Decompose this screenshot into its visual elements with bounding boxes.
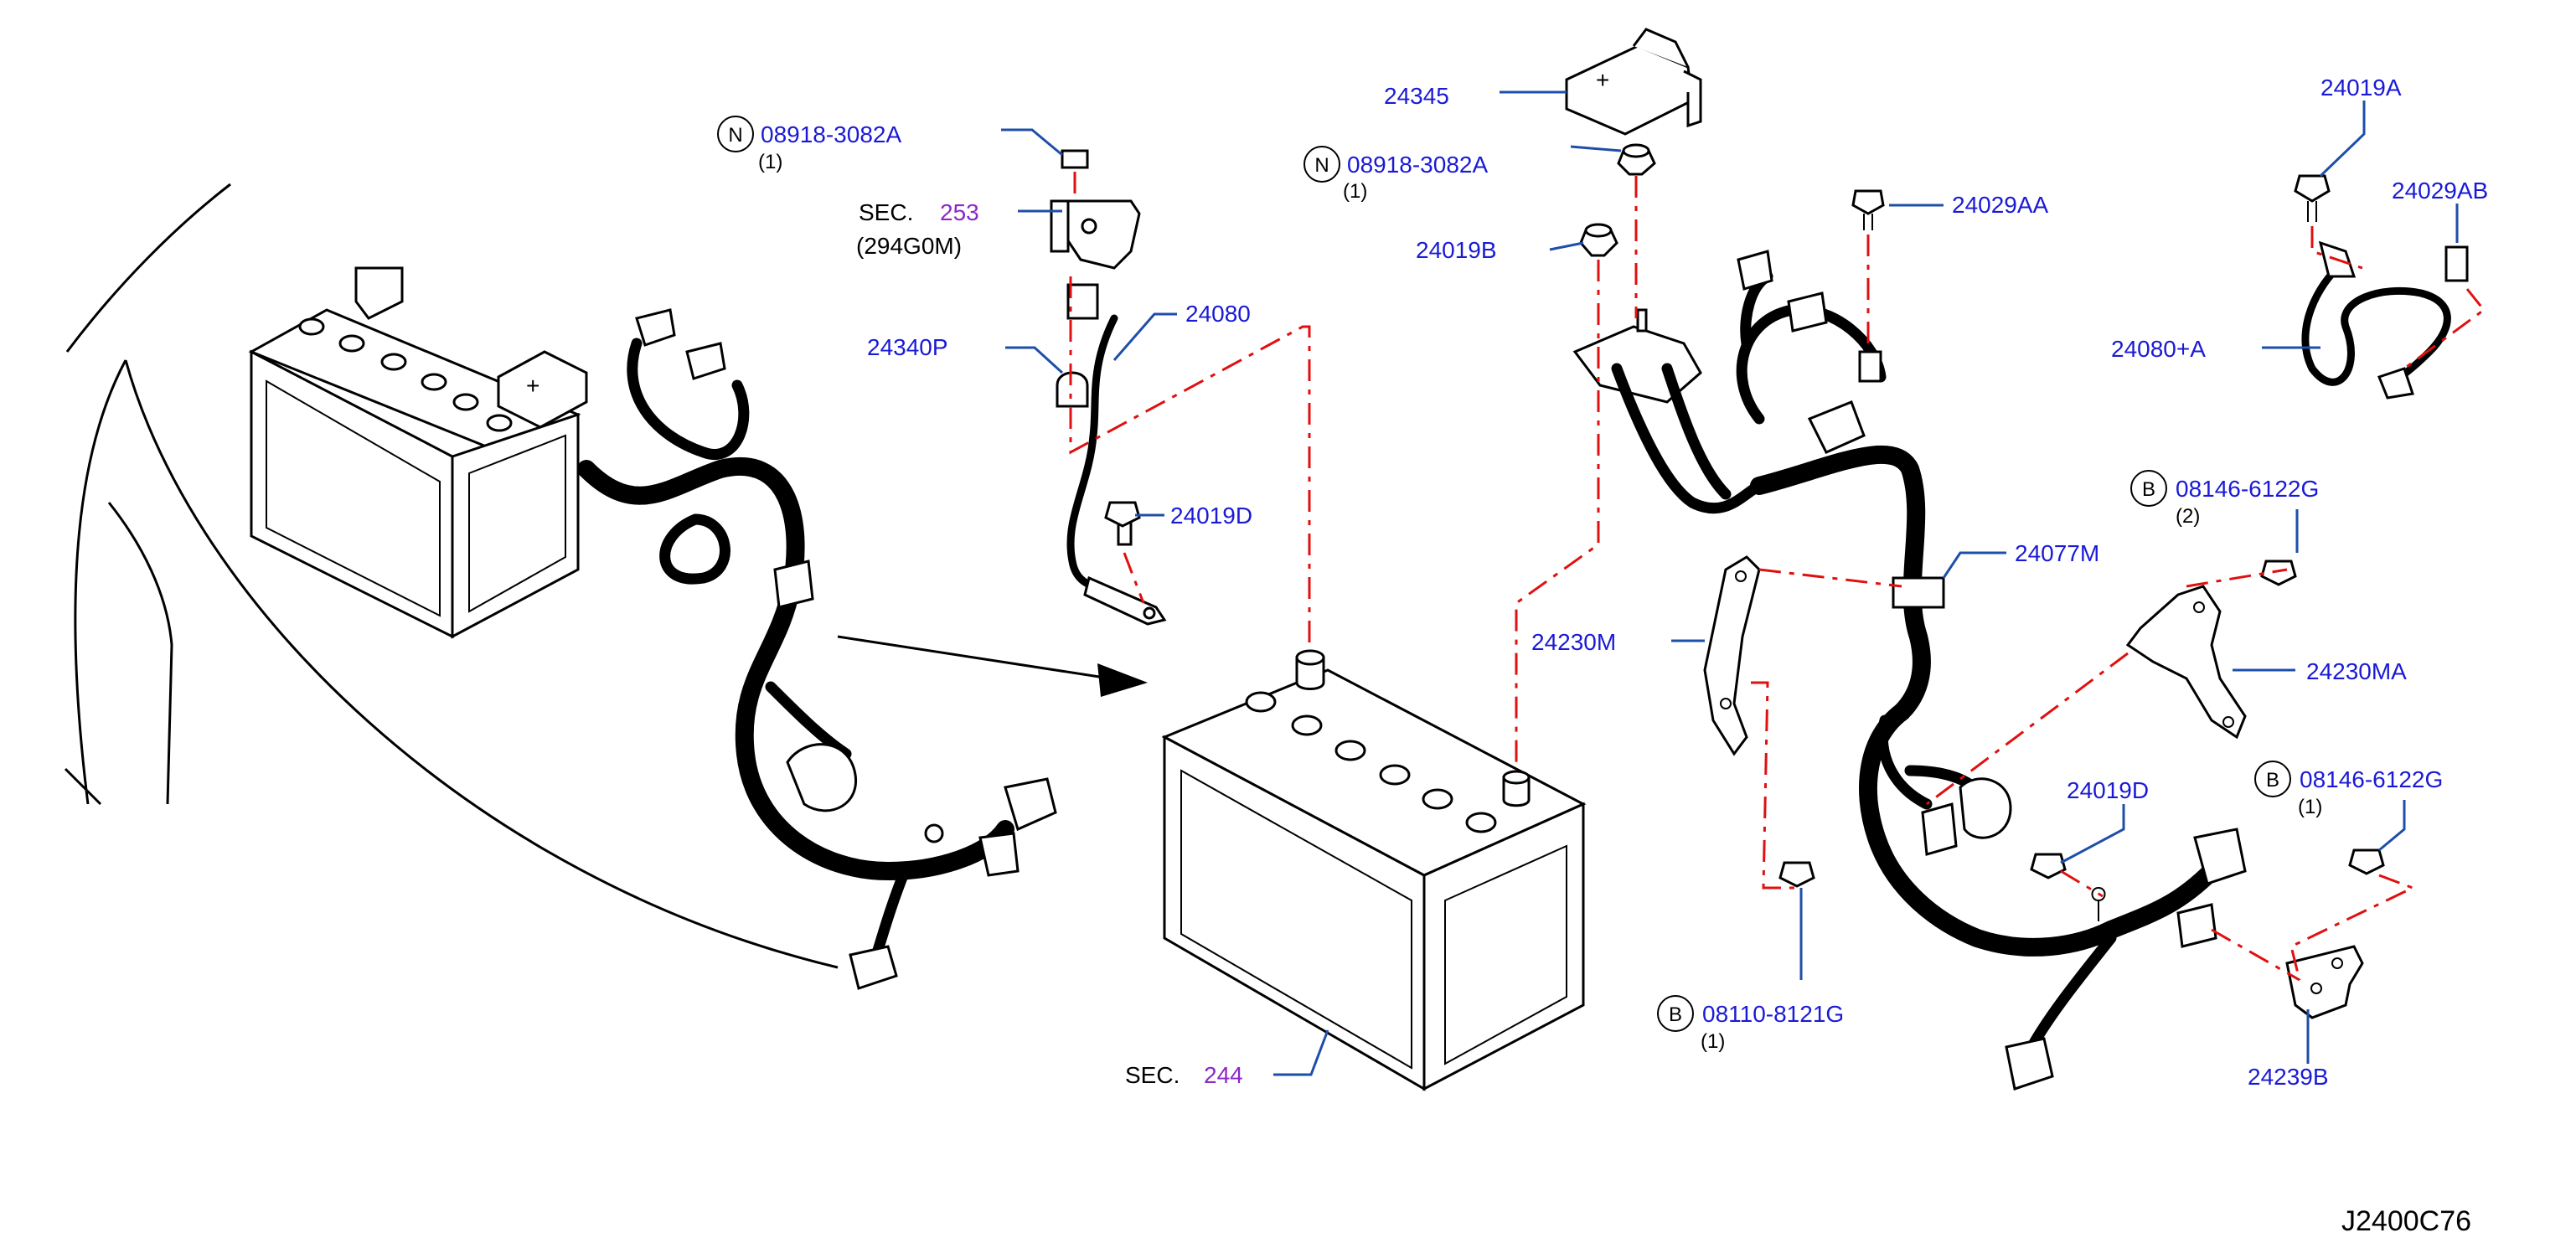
part-label: 08918-3082A xyxy=(1347,152,1488,178)
callout-sec-244: SEC. 244 xyxy=(1125,1062,1243,1088)
installed-battery: + xyxy=(248,266,588,639)
vehicle-body-outline xyxy=(64,183,839,969)
callout-b-08146-2: B 08146-6122G (2) xyxy=(2130,470,2319,528)
fusible-link-24080A xyxy=(2294,174,2469,400)
callout-n-08918-left: N 08918-3082A (1) xyxy=(717,116,901,173)
direction-arrow xyxy=(837,635,1148,697)
label-24345: 24345 xyxy=(1384,83,1449,109)
part-label: 08110-8121G xyxy=(1702,1001,1844,1027)
label-24340P: 24340P xyxy=(867,334,948,360)
label-24077M: 24077M xyxy=(2015,540,2099,566)
symbol-n: N xyxy=(728,124,742,147)
bracket-24230M xyxy=(1703,555,1761,756)
bracket-24239B xyxy=(2285,945,2364,1019)
label-24029AA: 24029AA xyxy=(1952,192,2049,218)
label-24230M: 24230M xyxy=(1531,629,1616,655)
svg-text:+: + xyxy=(1596,67,1609,93)
sec-prefix: SEC. xyxy=(859,199,913,225)
sec-prefix: SEC. xyxy=(1125,1062,1180,1088)
callout-sec-253: SEC. 253 (294G0M) xyxy=(856,199,979,259)
symbol-b: B xyxy=(2266,769,2279,792)
installed-harness xyxy=(577,308,1057,990)
label-24019B: 24019B xyxy=(1416,237,1497,263)
symbol-b: B xyxy=(1669,1003,1682,1026)
label-24230MA: 24230MA xyxy=(2306,658,2407,684)
terminal-cover-24345: + xyxy=(1565,28,1702,136)
assembly-lines xyxy=(1069,172,2486,982)
label-24019D-a: 24019D xyxy=(1170,503,1252,529)
part-label: 08146-6122G xyxy=(2300,766,2443,792)
label-24239B: 24239B xyxy=(2248,1064,2329,1090)
label-24080A: 24080+A xyxy=(2111,336,2206,362)
label-24019A: 24019A xyxy=(2320,75,2402,101)
main-harness-24077M xyxy=(1572,250,2247,1091)
negative-cable-assembly xyxy=(1050,149,1167,626)
nuts-middle xyxy=(1579,143,1656,257)
qty-label: (1) xyxy=(2298,796,2322,818)
label-24080: 24080 xyxy=(1185,301,1251,327)
battery-244 xyxy=(1161,649,1587,1091)
bracket-24230MA xyxy=(2125,585,2247,740)
callout-n-08918-mid: N 08918-3082A (1) xyxy=(1303,146,1488,203)
label-24019D-b: 24019D xyxy=(2067,777,2149,803)
leader-lines xyxy=(1001,90,2459,1076)
callout-b-08110: B 08110-8121G (1) xyxy=(1657,995,1844,1053)
sec-number: 253 xyxy=(940,199,979,225)
part-label: 08146-6122G xyxy=(2176,476,2319,502)
sec-number: 244 xyxy=(1204,1062,1243,1088)
symbol-n: N xyxy=(1314,154,1329,177)
qty-label: (2) xyxy=(2176,505,2200,528)
sec-sub: (294G0M) xyxy=(856,233,962,259)
diagram-id: J2400C76 xyxy=(2341,1205,2471,1237)
qty-label: (1) xyxy=(1701,1030,1725,1053)
part-label: 08918-3082A xyxy=(761,121,901,147)
callout-b-08146-1: B 08146-6122G (1) xyxy=(2254,761,2443,818)
svg-text:+: + xyxy=(526,373,539,399)
symbol-b: B xyxy=(2142,478,2155,501)
qty-label: (1) xyxy=(1343,180,1367,203)
bolt-24029AA xyxy=(1851,189,1885,383)
qty-label: (1) xyxy=(758,151,782,173)
label-24029AB: 24029AB xyxy=(2392,178,2488,204)
